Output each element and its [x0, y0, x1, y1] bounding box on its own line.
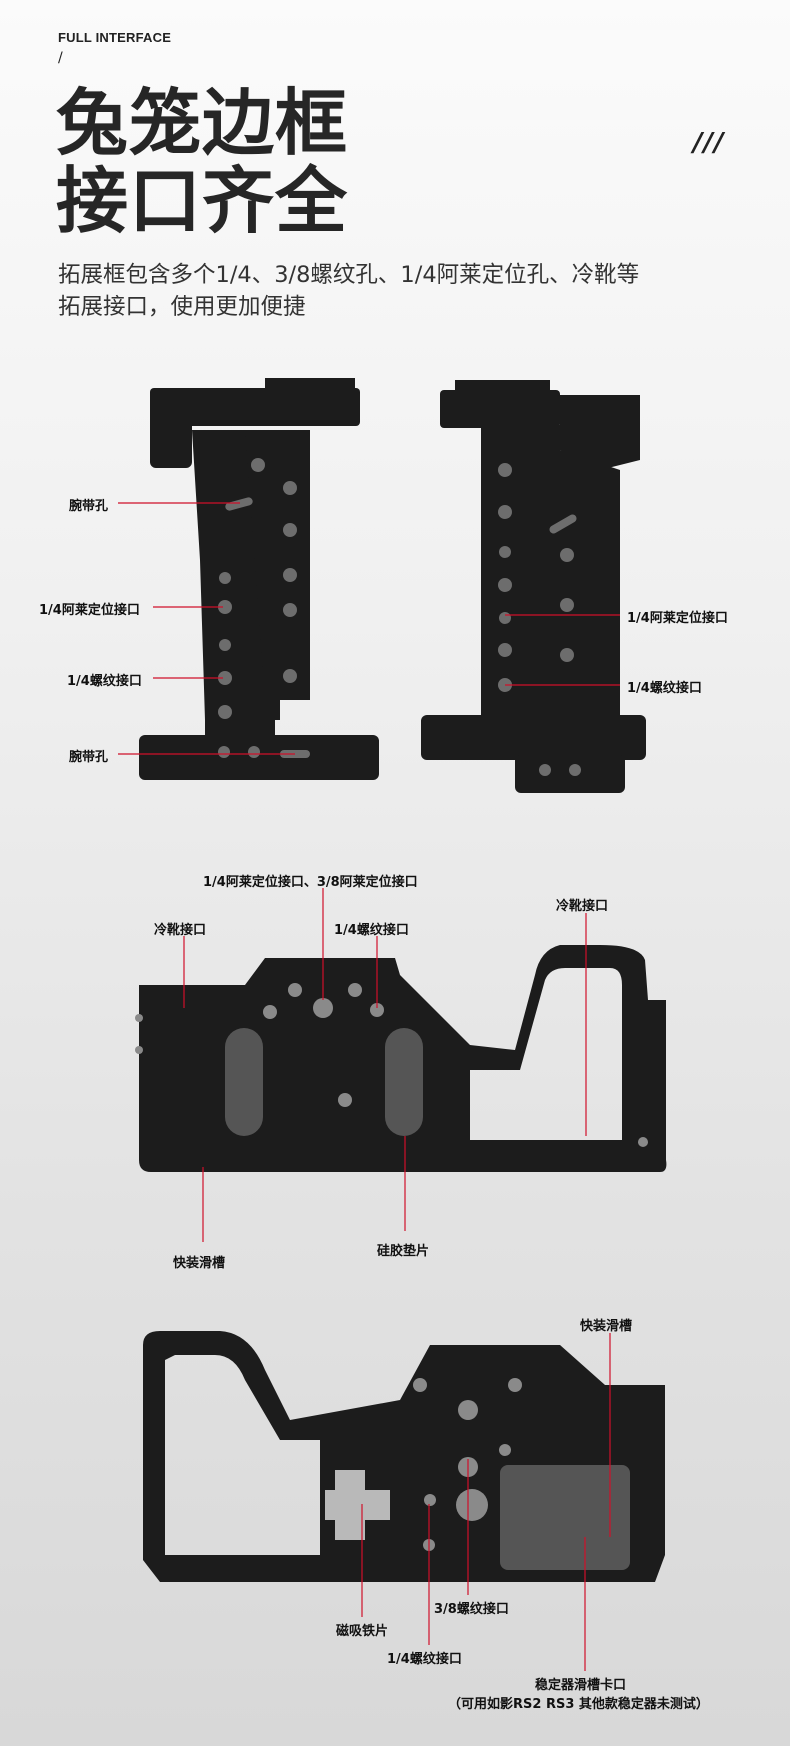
decorative-slashes: /// — [693, 128, 725, 158]
label-quick-release-top: 快装滑槽 — [580, 1319, 633, 1334]
label-wrist-strap-hole-bottom: 腕带孔 — [69, 750, 109, 765]
label-thread-bottom: 1/4螺纹接口 — [334, 923, 409, 938]
label-stabilizer-slot: 稳定器滑槽卡口 — [535, 1678, 627, 1693]
label-stabilizer-note: （可用如影RS2 RS3 其他款稳定器未测试） — [448, 1697, 709, 1712]
label-thread-14-top: 1/4螺纹接口 — [387, 1652, 462, 1667]
page-title-line1: 兔笼边框 — [56, 81, 349, 165]
label-cold-shoe-right: 冷靴接口 — [556, 899, 609, 914]
label-cold-shoe-left: 冷靴接口 — [154, 923, 207, 938]
subtitle-line2: 拓展接口，使用更加便捷 — [58, 294, 306, 320]
cage-side-view-right — [421, 380, 646, 793]
subtitle-line1: 拓展框包含多个1/4、3/8螺纹孔、1/4阿莱定位孔、冷靴等 — [58, 262, 640, 288]
cage-bottom-view — [135, 945, 667, 1172]
label-wrist-strap-hole-top: 腕带孔 — [69, 499, 109, 514]
label-thread-left: 1/4螺纹接口 — [67, 674, 142, 689]
label-arri-right: 1/4阿莱定位接口 — [627, 611, 728, 626]
callout-lines — [118, 502, 620, 1671]
cage-side-view-left — [139, 378, 379, 780]
page-title-line2: 接口齐全 — [56, 159, 349, 243]
label-quick-release-bottom: 快装滑槽 — [173, 1256, 226, 1271]
eyebrow-label: FULL INTERFACE — [58, 30, 172, 45]
eyebrow-slash: / — [58, 50, 63, 66]
label-silicone-pad: 硅胶垫片 — [377, 1244, 430, 1259]
label-arri-left: 1/4阿莱定位接口 — [39, 603, 140, 618]
label-arri-bottom: 1/4阿莱定位接口、3/8阿莱定位接口 — [203, 875, 418, 890]
cage-top-view — [143, 1331, 665, 1582]
label-thread-right: 1/4螺纹接口 — [627, 681, 702, 696]
label-thread-38: 3/8螺纹接口 — [434, 1602, 509, 1617]
label-magnet-plate: 磁吸铁片 — [336, 1624, 389, 1639]
